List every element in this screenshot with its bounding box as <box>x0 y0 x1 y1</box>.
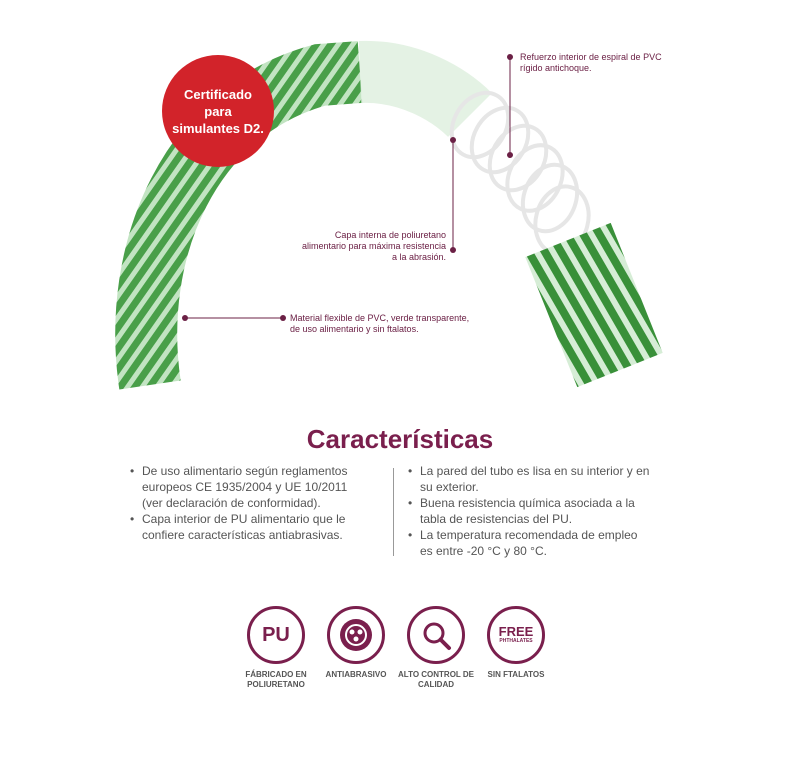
feature-icon-pu: PU Fábricado en poliuretano <box>236 606 316 690</box>
feature-item: La pared del tubo es lisa en su interior… <box>408 463 653 495</box>
icon-label: Antiabrasivo <box>325 670 387 679</box>
certification-badge: Certificado para simulantes D2. <box>162 55 274 167</box>
hose-image <box>115 40 663 390</box>
column-divider <box>393 468 394 556</box>
antiabrasive-icon <box>327 606 385 664</box>
feature-item: La temperatura recomendada de empleo es … <box>408 527 653 559</box>
feature-item: Capa interior de PU alimentario que le c… <box>130 511 370 543</box>
magnifier-icon <box>407 606 465 664</box>
icon-label: Alto control de calidad <box>398 670 474 689</box>
features-left: De uso alimentario según reglamentos eur… <box>130 463 370 543</box>
feature-icon-quality: Alto control de calidad <box>396 606 476 690</box>
callout-inner-layer: Capa interna de poliuretano alimentario … <box>301 230 446 262</box>
section-title: Características <box>306 424 494 454</box>
icon-label: Fábricado en poliuretano <box>245 670 307 689</box>
callout-material: Material flexible de PVC, verde transpar… <box>290 313 470 334</box>
feature-item: Buena resistencia química asociada a la … <box>408 495 653 527</box>
callout-spiral: Refuerzo interior de espiral de PVC rígi… <box>520 52 662 73</box>
hose-illustration <box>115 40 663 390</box>
phthalates-free-icon: FREE PHTHALATES <box>487 606 545 664</box>
feature-icon-antiabrasive: Antiabrasivo <box>316 606 396 680</box>
feature-item: De uso alimentario según reglamentos eur… <box>130 463 370 511</box>
feature-icon-phthalates: FREE PHTHALATES Sin ftalatos <box>476 606 556 680</box>
pu-icon: PU <box>247 606 305 664</box>
badge-text: Certificado para simulantes D2. <box>172 86 264 136</box>
features-right: La pared del tubo es lisa en su interior… <box>408 463 653 559</box>
icon-label: Sin ftalatos <box>487 670 545 679</box>
